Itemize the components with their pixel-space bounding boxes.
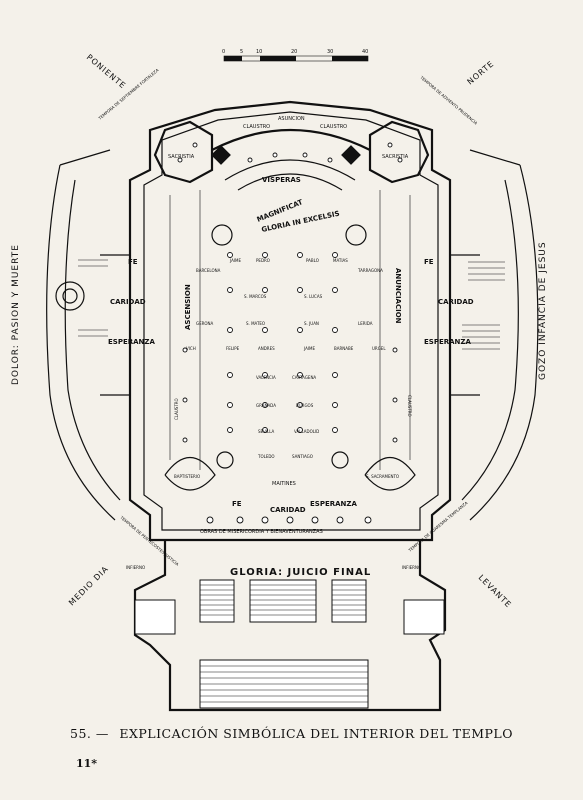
- maitines-label: MAITINES: [272, 481, 296, 487]
- column-label: S. JUAN: [304, 321, 319, 326]
- column-label: TOLEDO: [257, 454, 275, 459]
- page-number: 11*: [76, 757, 98, 770]
- column-grid: [177, 142, 403, 524]
- direction-west: PONIENTE: [85, 53, 128, 91]
- facade-label-gloria: GLORIA: JUICIO FINAL: [230, 567, 371, 578]
- temple-outline: [46, 100, 539, 712]
- column-label: SEVILLA: [258, 429, 275, 434]
- column-label: SANTIAGO: [292, 454, 313, 459]
- sacristia-right: SACRISTIA: [382, 154, 409, 160]
- scale-tick: 30: [327, 49, 333, 55]
- column-label: JAIME: [229, 258, 241, 263]
- column-label: CARTAGENA: [292, 375, 316, 380]
- scale-tick: 10: [256, 49, 262, 55]
- column-label: URGEL: [372, 346, 386, 351]
- scale-tick: 0: [222, 49, 225, 55]
- scale-tick: 20: [291, 49, 297, 55]
- sacramento-label: S. SACRAMENTO: [366, 474, 399, 479]
- column-label: GERONA: [196, 321, 214, 326]
- column-label: S. LUCAS: [304, 294, 323, 299]
- direction-north: NORTE: [466, 59, 496, 87]
- infierno-left: INFIERNO: [126, 565, 145, 570]
- apse-claustro-left: CLAUSTRO: [243, 124, 270, 130]
- ascension-label: ASCENSION: [184, 284, 192, 330]
- column-label: LERIDA: [358, 321, 373, 326]
- column-label: S. MARCOS: [244, 294, 267, 299]
- column-label: PEDRO: [256, 258, 270, 263]
- column-label: VICH: [186, 346, 196, 351]
- esperanza-right: ESPERANZA: [424, 338, 471, 346]
- column-label: FELIPE: [226, 346, 240, 351]
- west-caridad: CARIDAD: [270, 506, 306, 514]
- scale-tick: 5: [240, 49, 243, 55]
- baptisterio-label: BAPTISTERIO: [174, 474, 200, 479]
- figure-caption: 55. — EXPLICACIÓN SIMBÓLICA DEL INTERIOR…: [0, 726, 583, 741]
- apse-asuncion: ASUNCION: [278, 116, 305, 122]
- column-label: ANDRES: [258, 346, 275, 351]
- column-label: S. MATEO: [246, 321, 265, 326]
- column-label: VALENCIA: [256, 375, 276, 380]
- column-label: MATIAS: [333, 258, 348, 263]
- sacristia-left: SACRISTIA: [168, 154, 195, 160]
- esperanza-left: ESPERANZA: [108, 338, 155, 346]
- column-label: BURGOS: [296, 403, 314, 408]
- column-label: BARNABE: [334, 346, 354, 351]
- column-label: JAIME: [303, 346, 315, 351]
- column-label: PABLO: [306, 258, 319, 263]
- aisle-claustro-right: CLAUSTRO: [407, 395, 412, 417]
- west-esperanza: ESPERANZA: [310, 500, 357, 508]
- infierno-right: INFIERNO: [402, 565, 421, 570]
- caption-text: EXPLICACIÓN SIMBÓLICA DEL INTERIOR DEL T…: [119, 726, 513, 741]
- obras-label: OBRAS DE MISERICORDIA Y BIENAVENTURANZAS: [200, 529, 323, 535]
- apse-claustro-right: CLAUSTRO: [320, 124, 347, 130]
- column-label: TARRAGONA: [357, 268, 383, 273]
- fe-left: FE: [128, 258, 138, 266]
- west-fe: FE: [232, 500, 242, 508]
- column-label: BARCELONA: [196, 268, 221, 273]
- fe-right: FE: [424, 258, 434, 266]
- tempora-label: TEMPORA DE CUARESMA TEMPLANZA: [407, 500, 469, 553]
- direction-east: LEVANTE: [477, 573, 514, 610]
- column-label: VALLADOLID: [294, 429, 319, 434]
- direction-south: MEDIO DIA: [67, 564, 110, 607]
- column-label: GRANADA: [256, 403, 276, 408]
- apse-visperas: VISPERAS: [262, 176, 301, 184]
- caridad-right: CARIDAD: [438, 298, 474, 306]
- aisle-claustro-left: CLAUSTRO: [174, 398, 179, 420]
- anunciacion-label: ANUNCIACION: [394, 268, 402, 324]
- facade-label-dolor: DOLOR: PASION Y MUERTE: [11, 244, 21, 385]
- scale-bar: 0 5 10 20 30 40: [222, 49, 368, 62]
- caridad-left: CARIDAD: [110, 298, 146, 306]
- caption-number: 55. —: [70, 726, 109, 741]
- scale-tick: 40: [362, 49, 368, 55]
- facade-label-gozo: GOZO INFANCIA DE JESUS: [538, 241, 548, 380]
